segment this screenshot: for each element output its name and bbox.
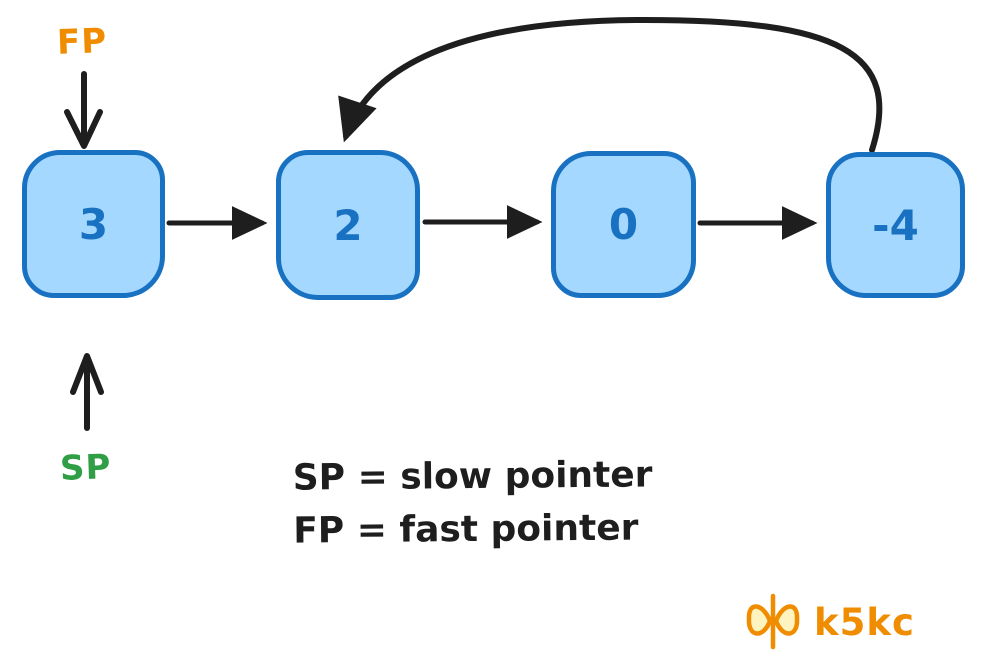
list-node-neg4: -4 (826, 152, 965, 298)
watermark-text: k5kc (814, 600, 915, 644)
list-node-0: 0 (551, 151, 696, 298)
legend: SP = slow pointer FP = fast pointer (293, 448, 654, 557)
sp-arrow-up-icon (70, 353, 104, 431)
node-value: -4 (872, 200, 919, 250)
node-value: 2 (333, 200, 363, 250)
list-node-3: 3 (22, 150, 165, 298)
node-value: 0 (608, 200, 639, 249)
slow-pointer-label: SP (59, 447, 113, 489)
node-value: 3 (78, 199, 109, 249)
legend-line-fast-pointer: FP = fast pointer (293, 507, 639, 552)
list-node-2: 2 (276, 150, 420, 300)
fp-arrow-down-icon (64, 71, 103, 149)
fast-pointer-label: FP (56, 21, 108, 63)
butterfly-logo-icon (746, 593, 800, 650)
watermark: k5kc (742, 592, 915, 652)
legend-line-slow-pointer: SP = slow pointer (292, 454, 653, 499)
cycle-arrow-neg4-to-2 (338, 16, 883, 153)
